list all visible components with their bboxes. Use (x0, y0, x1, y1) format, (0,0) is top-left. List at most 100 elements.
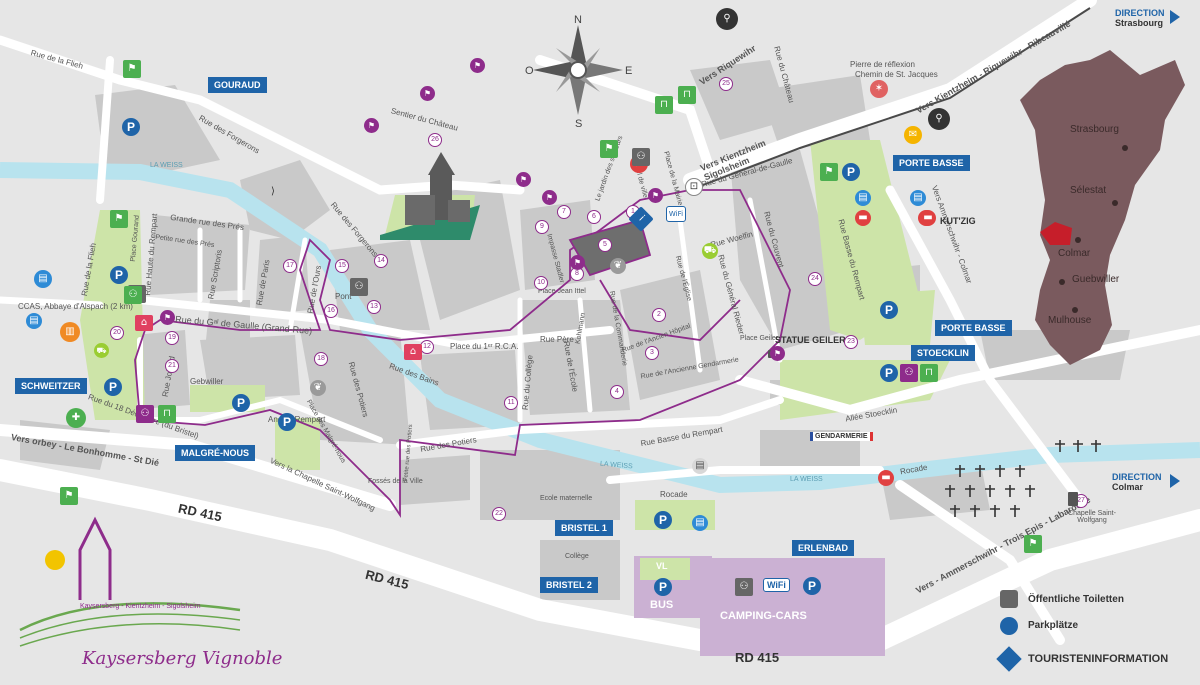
basket-icon[interactable]: ⛟ (94, 343, 109, 358)
parking-icon-gebwiller[interactable]: P (232, 394, 250, 412)
poi-2[interactable]: 2 (652, 308, 666, 322)
street-pierre-reflexion: Pierre de réflexion (850, 60, 915, 69)
house-icon[interactable]: ⌂ (404, 344, 422, 360)
poi-9[interactable]: 9 (535, 220, 549, 234)
parking-icon-porte-basse-right[interactable]: P (880, 301, 898, 319)
bus-icon[interactable]: ▤ (26, 313, 42, 329)
parking-tag-gouraud[interactable]: GOURAUD (208, 77, 267, 93)
playground-icon[interactable]: ⚇ (136, 405, 154, 423)
parking-tag-bristel2[interactable]: BRISTEL 2 (540, 577, 598, 593)
poi-14[interactable]: 14 (374, 254, 388, 268)
playground-icon[interactable]: ⚇ (900, 364, 918, 382)
hiking-icon[interactable]: ⚑ (600, 140, 618, 158)
poi-17[interactable]: 17 (283, 259, 297, 273)
hiking-icon[interactable]: ⚑ (1024, 535, 1042, 553)
parking-tag-schweitzer[interactable]: SCHWEITZER (15, 378, 87, 394)
region-guebwiller: Guebwiller (1072, 274, 1120, 285)
car-icon[interactable]: ▬ (878, 470, 894, 486)
poi-11[interactable]: 11 (504, 396, 518, 410)
mail-icon[interactable]: ✉ (904, 126, 922, 144)
playground-icon[interactable]: ⚇ (124, 286, 142, 304)
parking-tag-malgre-nous[interactable]: MALGRÉ-NOUS (175, 445, 255, 461)
bus-icon[interactable]: ▤ (34, 270, 52, 288)
viewpoint-icon[interactable]: ⚑ (420, 86, 435, 101)
region-strasbourg: Strasbourg (1070, 124, 1119, 135)
poi-23[interactable]: 23 (844, 335, 858, 349)
poi-5[interactable]: 5 (598, 238, 612, 252)
bus-stop-icon[interactable]: ▤ (692, 458, 708, 474)
parking-icon-bristel1[interactable]: P (654, 511, 672, 529)
hiking-icon[interactable]: ⚑ (110, 210, 128, 228)
bicycle-icon[interactable]: ⚲ (928, 108, 950, 130)
library-icon[interactable]: ▥ (60, 322, 80, 342)
toilet-icon[interactable]: ⚇ (632, 148, 650, 166)
bus-icon[interactable]: ▤ (692, 515, 708, 531)
poi-10[interactable]: 10 (534, 276, 548, 290)
poi-18[interactable]: 18 (314, 352, 328, 366)
poi-24[interactable]: 24 (808, 272, 822, 286)
poi-7[interactable]: 7 (557, 205, 571, 219)
picnic-icon[interactable]: ⊓ (158, 405, 176, 423)
toilet-icon[interactable]: ⚇ (350, 278, 368, 296)
poi-20[interactable]: 20 (110, 326, 124, 340)
basket-icon[interactable]: ⛟ (702, 243, 718, 259)
poi-6[interactable]: 6 (587, 210, 601, 224)
parking-tag-porte-basse-top[interactable]: PORTE BASSE (893, 155, 970, 171)
wine-icon[interactable]: ❦ (310, 380, 326, 396)
bus-icon[interactable]: ▤ (910, 190, 926, 206)
poi-15[interactable]: 15 (335, 259, 349, 273)
road-rd415-c: RD 415 (735, 650, 780, 665)
hiking-icon[interactable]: ⚑ (820, 163, 838, 181)
pharmacy-icon[interactable]: ✚ (66, 408, 86, 428)
hiking-icon[interactable]: ⚑ (60, 487, 78, 505)
parking-icon-bristel2[interactable]: P (654, 578, 672, 596)
picnic-icon[interactable]: ⊓ (655, 96, 673, 114)
poi-21[interactable]: 21 (165, 359, 179, 373)
viewpoint-icon[interactable]: ⚑ (570, 255, 585, 270)
poi-8[interactable]: 8 (570, 267, 584, 281)
poi-16[interactable]: 16 (324, 304, 338, 318)
street-college: Collège (565, 553, 589, 560)
parking-tag-erlenbad[interactable]: ERLENBAD (792, 540, 855, 556)
viewpoint-icon[interactable]: ⚑ (516, 172, 531, 187)
parking-tag-stoecklin[interactable]: STOECKLIN (911, 345, 975, 361)
poi-26[interactable]: 26 (428, 133, 442, 147)
viewpoint-icon[interactable]: ⚑ (542, 190, 557, 205)
wifi-icon[interactable]: WiFi (666, 206, 686, 222)
parking-icon-malgre-nous[interactable]: P (278, 413, 296, 431)
hiking-icon[interactable]: ⚑ (123, 60, 141, 78)
parking-icon-place-gourand[interactable]: P (110, 266, 128, 284)
picnic-icon[interactable]: ⊓ (678, 86, 696, 104)
poi-25[interactable]: 25 (719, 77, 733, 91)
kutzig-icon[interactable]: ▬ (920, 210, 936, 226)
photo-icon[interactable]: ⊡ (685, 178, 703, 196)
house-icon[interactable]: ⌂ (135, 315, 153, 331)
parking-icon-gouraud[interactable]: P (122, 118, 140, 136)
viewpoint-icon[interactable]: ⚑ (470, 58, 485, 73)
parking-icon-stoecklin[interactable]: P (880, 364, 898, 382)
picnic-icon[interactable]: ⊓ (920, 364, 938, 382)
viewpoint-icon[interactable]: ⚑ (770, 346, 785, 361)
shell-icon[interactable]: ✶ (870, 80, 888, 98)
poi-13[interactable]: 13 (367, 300, 381, 314)
toilet-icon[interactable]: ⚇ (735, 578, 753, 596)
parking-icon-erlenbad[interactable]: P (803, 577, 821, 595)
car-icon[interactable]: ▬ (855, 210, 871, 226)
viewpoint-icon[interactable]: ⚑ (364, 118, 379, 133)
parking-tag-porte-basse-right[interactable]: PORTE BASSE (935, 320, 1012, 336)
viewpoint-icon[interactable]: ⚑ (648, 188, 663, 203)
poi-4[interactable]: 4 (610, 385, 624, 399)
legend-parking-icon (1000, 617, 1018, 635)
poi-12[interactable]: 12 (420, 340, 434, 354)
poi-19[interactable]: 19 (165, 331, 179, 345)
wine-icon[interactable]: ❦ (610, 258, 626, 274)
poi-22[interactable]: 22 (492, 507, 506, 521)
viewpoint-icon[interactable]: ⚑ (160, 310, 175, 325)
parking-icon-schweitzer[interactable]: P (104, 378, 122, 396)
parking-tag-bristel1[interactable]: BRISTEL 1 (555, 520, 613, 536)
bicycle-icon[interactable]: ⚲ (716, 8, 738, 30)
parking-icon-porte-basse-top[interactable]: P (842, 163, 860, 181)
bus-icon[interactable]: ▤ (855, 190, 871, 206)
poi-3[interactable]: 3 (645, 346, 659, 360)
